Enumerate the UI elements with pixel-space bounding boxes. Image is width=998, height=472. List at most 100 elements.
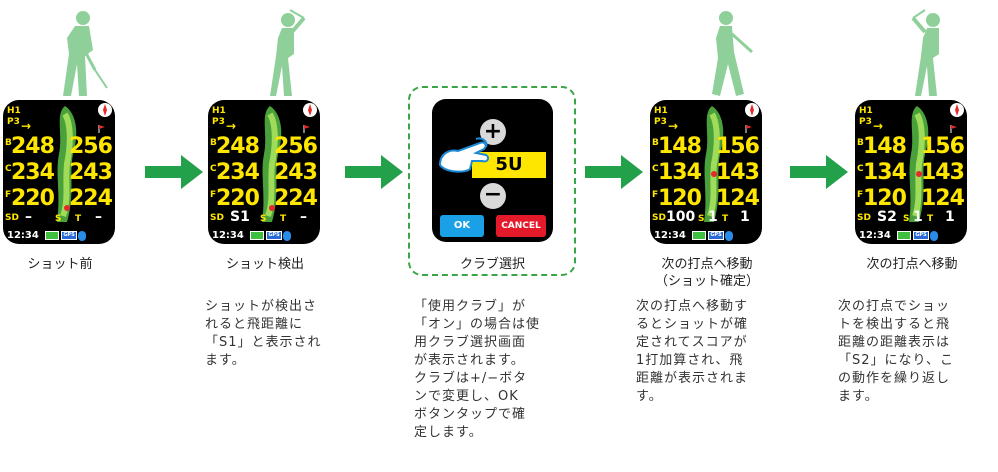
course-map-icon <box>909 106 929 222</box>
hole-label: H1 <box>654 106 668 116</box>
shot-distance-label: SD <box>652 213 666 223</box>
battery-icon <box>692 231 706 240</box>
score-label: S <box>698 214 705 224</box>
gps-badge: GPS <box>266 231 282 240</box>
hole-label: H1 <box>212 106 226 116</box>
step-caption: ショット前 <box>27 257 93 272</box>
center-left-distance: 134 <box>658 160 702 185</box>
back-right-distance: 256 <box>69 134 113 159</box>
total-value: – <box>300 209 307 225</box>
ok-button[interactable]: OK <box>440 215 484 237</box>
course-map-icon <box>262 106 282 222</box>
front-left-distance: 220 <box>11 186 55 211</box>
description-line: トを検出すると飛 <box>838 317 951 332</box>
hole-label: H1 <box>7 106 21 116</box>
direction-arrow-icon: → <box>226 119 237 133</box>
golfer-swing-icon <box>911 9 940 96</box>
back-left-distance: 248 <box>11 134 55 159</box>
description-move-next: 次の打点でショッ トを検出すると飛 距離の距離表示は 「S2」になり、こ の動作… <box>838 298 996 406</box>
description-line: の動作を繰り返し <box>838 371 951 386</box>
description-line: す。 <box>636 389 663 404</box>
back-label: B <box>857 138 864 148</box>
score-value: 1 <box>913 209 923 225</box>
minus-button[interactable]: − <box>480 183 506 209</box>
description-line: が表示されます。 <box>414 353 525 368</box>
center-label: C <box>652 164 659 174</box>
clock-time: 12:34 <box>654 230 686 241</box>
center-label: C <box>210 164 217 174</box>
clock-time: 12:34 <box>859 230 891 241</box>
step-caption: 次の打点へ移動 <box>661 257 753 272</box>
description-line: ます。 <box>838 389 879 404</box>
front-left-distance: 220 <box>216 186 260 211</box>
clock-time: 12:34 <box>7 230 39 241</box>
description-line: 距離の距離表示は <box>838 335 951 350</box>
back-label: B <box>652 138 659 148</box>
golfer-swing-icon <box>270 9 306 96</box>
shot-distance-label: SD <box>5 213 19 223</box>
description-line: 定します。 <box>414 425 483 440</box>
flag-icon <box>303 125 310 133</box>
par-label: P3 <box>212 117 225 127</box>
shot-distance-value: S2 <box>877 209 897 225</box>
gps-badge: GPS <box>708 231 724 240</box>
total-label: T <box>75 214 82 224</box>
bluetooth-icon <box>725 231 733 241</box>
club-select-frame <box>408 86 576 276</box>
cancel-button[interactable]: CANCEL <box>496 215 546 237</box>
description-line: 次の打点へ移動す <box>636 299 749 314</box>
score-label: S <box>260 214 267 224</box>
next-arrow-icon <box>345 155 403 189</box>
step-caption: ショット検出 <box>225 257 304 272</box>
center-right-distance: 143 <box>921 160 965 185</box>
center-left-distance: 134 <box>863 160 907 185</box>
back-right-distance: 156 <box>716 134 760 159</box>
watch-screen: H1 P3 → B 248 256 C 234 243 F 220 224 SD… <box>3 100 115 244</box>
description-line: 「使用クラブ」が <box>414 299 527 314</box>
score-label: S <box>903 214 910 224</box>
description-line: 定されてスコアが <box>636 335 748 350</box>
description-line: ンで変更し、OK <box>414 389 519 404</box>
tap-hand-icon <box>438 137 490 173</box>
watch-screen: H1 P3 → B 248 256 C 234 243 F 220 224 SD… <box>208 100 320 244</box>
par-label: P3 <box>859 117 872 127</box>
flag-icon <box>745 125 752 133</box>
bluetooth-icon <box>283 231 291 241</box>
shot-distance-value: – <box>25 209 32 225</box>
center-right-distance: 143 <box>716 160 760 185</box>
shot-distance-value: S1 <box>230 209 250 225</box>
description-club-select: 「使用クラブ」が 「オン」の場合は使 用クラブ選択画面 が表示されます。 クラブ… <box>414 298 584 442</box>
watch-screen: H1 P3 → B 148 156 C 134 143 F 120 124 SD… <box>650 100 762 244</box>
shot-distance-label: SD <box>210 213 224 223</box>
gps-badge: GPS <box>61 231 77 240</box>
back-right-distance: 156 <box>921 134 965 159</box>
description-line: 「S2」になり、こ <box>838 353 955 368</box>
center-left-distance: 234 <box>11 160 55 185</box>
description-line: 「オン」の場合は使 <box>414 317 541 332</box>
center-label: C <box>5 164 12 174</box>
course-map-icon <box>704 106 724 222</box>
step-caption: クラブ選択 <box>459 257 525 272</box>
battery-icon <box>897 231 911 240</box>
battery-icon <box>45 231 59 240</box>
description-line: れると飛距離に <box>205 317 304 332</box>
par-label: P3 <box>654 117 667 127</box>
front-label: F <box>652 190 659 200</box>
bluetooth-icon <box>930 231 938 241</box>
center-label: C <box>857 164 864 174</box>
score-label: S <box>55 214 62 224</box>
club-select-screen: + 5U − OK CANCEL <box>432 99 553 242</box>
direction-arrow-icon: → <box>668 119 679 133</box>
golfer-walking-icon <box>712 11 754 96</box>
direction-arrow-icon: → <box>873 119 884 133</box>
description-line: 次の打点でショッ <box>838 299 951 314</box>
description-move-confirm: 次の打点へ移動す るとショットが確 定されてスコアが 1打加算され、飛 距離が表… <box>636 298 796 406</box>
next-arrow-icon <box>145 155 203 189</box>
score-value: 1 <box>708 209 718 225</box>
description-line: ボタンタップで確 <box>414 407 527 422</box>
back-left-distance: 148 <box>658 134 702 159</box>
golfer-address-icon <box>63 11 108 96</box>
watch-screen: H1 P3 → B 148 156 C 134 143 F 120 124 SD… <box>855 100 967 244</box>
center-right-distance: 243 <box>274 160 318 185</box>
front-label: F <box>5 190 12 200</box>
